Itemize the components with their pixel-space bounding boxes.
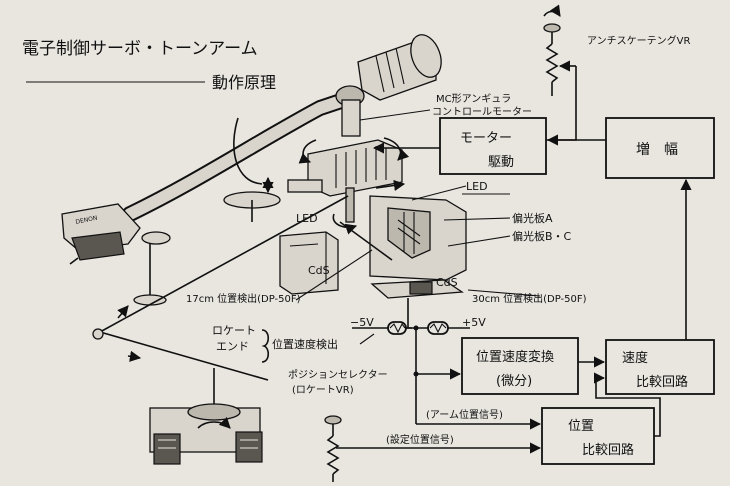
mc-motor-label-1: MC形アンギュラ — [436, 93, 511, 105]
speed-compare-block: 速度 比較回路 — [605, 339, 715, 395]
stylus — [69, 257, 79, 265]
position-compare-block: 位置 比較回路 — [541, 407, 655, 465]
position-selector-label-1: ポジションセレクター — [288, 369, 388, 381]
damper-mechanism — [149, 403, 263, 465]
cds-left-label: CdS — [308, 264, 330, 277]
pivot-shaft — [341, 99, 361, 137]
polarizer-a-label: 偏光板A — [512, 211, 553, 225]
polarizer-bc-label: 偏光板B・C — [512, 229, 572, 243]
arm-position-signal-label: (アーム位置信号) — [426, 408, 503, 421]
rocket-end-brace — [261, 329, 270, 363]
position-velocity-detect-label: 位置速度検出 — [272, 337, 338, 351]
diagram-title: 電子制御サーボ・トーンアーム — [22, 39, 258, 59]
speed-compare-label-2: 比較回路 — [636, 374, 688, 390]
set-position-signal-label: (設定位置信号) — [386, 433, 454, 446]
motor-drive-label-1: モーター — [460, 131, 512, 146]
main-shaft — [345, 187, 355, 223]
speed-compare-label-1: 速度 — [622, 350, 648, 366]
led-left-label: LED — [296, 212, 318, 225]
led-right-label: LED — [466, 180, 488, 193]
position-selector-label-2: (ロケートVR) — [292, 384, 354, 396]
vr-resistor-top — [545, 43, 559, 83]
minus-5v-label: −5V — [350, 316, 374, 329]
rocket-label-1: ロケート — [212, 324, 256, 337]
rear-bracket — [287, 179, 323, 193]
arm-lift-lever — [233, 117, 263, 185]
velocity-convert-block: 位置速度変換 (微分) — [461, 337, 579, 395]
brand-label: DENON — [75, 215, 98, 226]
velocity-convert-label-1: 位置速度変換 — [476, 349, 554, 365]
position-selector-vr — [324, 415, 342, 482]
plus-5v-label: +5V — [462, 316, 486, 329]
selector-lever-rod — [99, 195, 349, 333]
detector-box-17cm — [279, 231, 339, 295]
anti-skating-vr — [543, 4, 576, 96]
detector-30cm-label: 30cm 位置検出(DP-50F) — [472, 292, 587, 305]
position-compare-label-2: 比較回路 — [582, 442, 634, 458]
counterweight-end — [410, 34, 442, 78]
cds-right-label: CdS — [436, 276, 458, 289]
position-compare-label-1: 位置 — [568, 419, 594, 434]
motor-drive-block: モーター 駆動 — [439, 117, 547, 175]
vr-resistor-bottom — [326, 435, 340, 475]
rotation-arrow-left — [298, 139, 317, 164]
cartridge — [71, 231, 125, 261]
vr-knob-top — [543, 23, 561, 33]
shaft-rotation-arrow — [332, 213, 358, 235]
lower-lever — [99, 331, 269, 381]
mc-motor-label-2: コントロールモーター — [432, 106, 532, 118]
diagram-subtitle: 動作原理 — [212, 73, 276, 92]
sensor-arm — [339, 221, 393, 261]
amplifier-label: 増 幅 — [636, 142, 678, 158]
tonearm-mechanism: DENON — [61, 34, 467, 465]
anti-skating-vr-label: アンチスケーテングVR — [587, 34, 690, 47]
rocket-label-2: エンド — [216, 340, 249, 353]
amplifier-block: 増 幅 — [605, 117, 715, 179]
velocity-convert-label-2: (微分) — [496, 374, 532, 389]
motor-drive-label-2: 駆動 — [488, 155, 514, 170]
detector-17cm-label: 17cm 位置検出(DP-50F) — [186, 292, 301, 305]
cds-cell-right — [409, 281, 433, 295]
vr-knob-bottom — [324, 415, 342, 425]
